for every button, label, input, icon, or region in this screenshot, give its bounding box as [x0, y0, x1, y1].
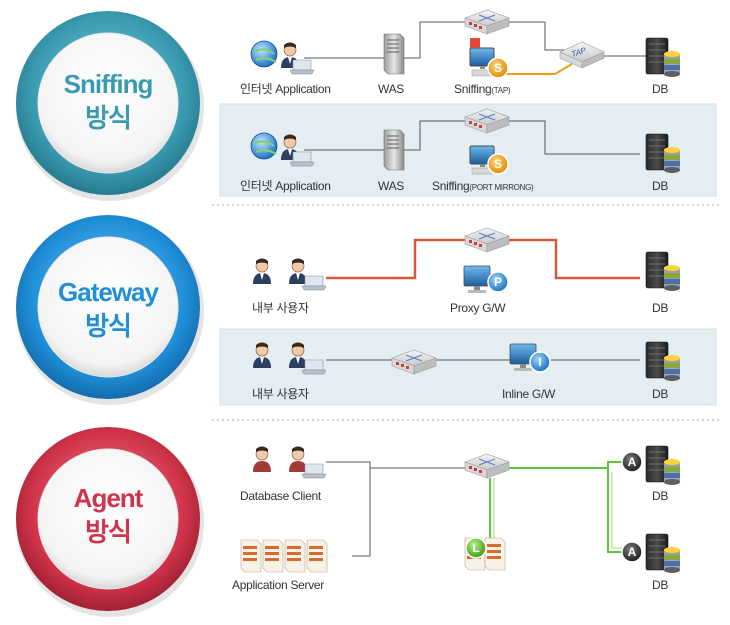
agent-ring: Agent 방식 [16, 427, 204, 617]
log-badge: L [465, 537, 487, 559]
sniffing-tap-diagram: S TAP 인터넷 Application WAS Sniffing(TAP) … [240, 9, 681, 96]
user-label: 내부 사용자 [252, 301, 309, 315]
svg-text:P: P [494, 275, 502, 289]
client-label: Database Client [240, 489, 322, 503]
inline-badge: I [529, 351, 551, 373]
user-globe-icon [250, 132, 315, 167]
gateway-proxy-diagram: P 내부 사용자 Proxy G/W DB [252, 227, 681, 315]
user-label: 인터넷 Application [240, 179, 331, 193]
was-label: WAS [378, 82, 404, 96]
db-label: DB [652, 489, 668, 503]
proxy-label: Proxy G/W [450, 301, 506, 315]
users-icon [252, 258, 327, 291]
agent-title: Agent [74, 483, 144, 513]
db-icon [645, 445, 681, 486]
svg-text:A: A [628, 545, 637, 559]
server-label: Application Server [232, 578, 324, 592]
sniffing-mirror-diagram: S 인터넷 Application WAS Sniffing(PORT MIRR… [240, 108, 681, 193]
db-icon [645, 37, 681, 78]
app-servers-icon [240, 539, 328, 573]
db-label: DB [652, 301, 668, 315]
gateway-ring: Gateway 방식 [16, 215, 204, 405]
sniffing-label: Sniffing(TAP) [454, 82, 511, 96]
switch-icon [464, 453, 510, 479]
svg-text:A: A [628, 455, 637, 469]
sniffing-badge: S [487, 153, 509, 175]
agent-subtitle: 방식 [85, 517, 131, 547]
user-label: 내부 사용자 [252, 387, 309, 401]
agent-badge: A [621, 541, 643, 563]
sniffing-title: Sniffing [64, 69, 153, 99]
user-label: 인터넷 Application [240, 82, 331, 96]
was-server-icon [383, 33, 405, 75]
proxy-badge: P [487, 271, 509, 293]
tap-device-icon: TAP [559, 41, 605, 69]
sniffing-badge: S [487, 57, 509, 79]
db-icon [645, 251, 681, 292]
sniffing-ring: Sniffing 방식 [16, 11, 204, 201]
svg-text:L: L [472, 541, 479, 555]
db-label: DB [652, 82, 668, 96]
svg-text:S: S [494, 157, 502, 171]
db-clients-icon [253, 446, 327, 479]
sniffing-label: Sniffing(PORT MIRRONG) [432, 179, 534, 193]
db-label: DB [652, 179, 668, 193]
agent-badge: A [621, 451, 643, 473]
was-label: WAS [378, 179, 404, 193]
svg-text:I: I [538, 355, 541, 369]
agent-diagram: L A A Database Client Application Server… [232, 445, 681, 592]
inline-label: Inline G/W [502, 387, 556, 401]
db-label: DB [652, 578, 668, 592]
sniffing-subtitle: 방식 [85, 103, 131, 133]
switch-icon [464, 227, 510, 253]
gateway-subtitle: 방식 [85, 311, 131, 341]
sniffing-monitor-icon [469, 38, 495, 77]
proxy-monitor-icon [463, 265, 491, 294]
svg-text:S: S [494, 61, 502, 75]
was-server-icon [383, 129, 405, 171]
db-label: DB [652, 387, 668, 401]
user-globe-icon [250, 40, 315, 75]
db-icon [645, 533, 681, 574]
gateway-inline-diagram: I 내부 사용자 Inline G/W DB [252, 341, 681, 401]
switch-icon [464, 9, 510, 35]
gateway-title: Gateway [58, 277, 159, 307]
